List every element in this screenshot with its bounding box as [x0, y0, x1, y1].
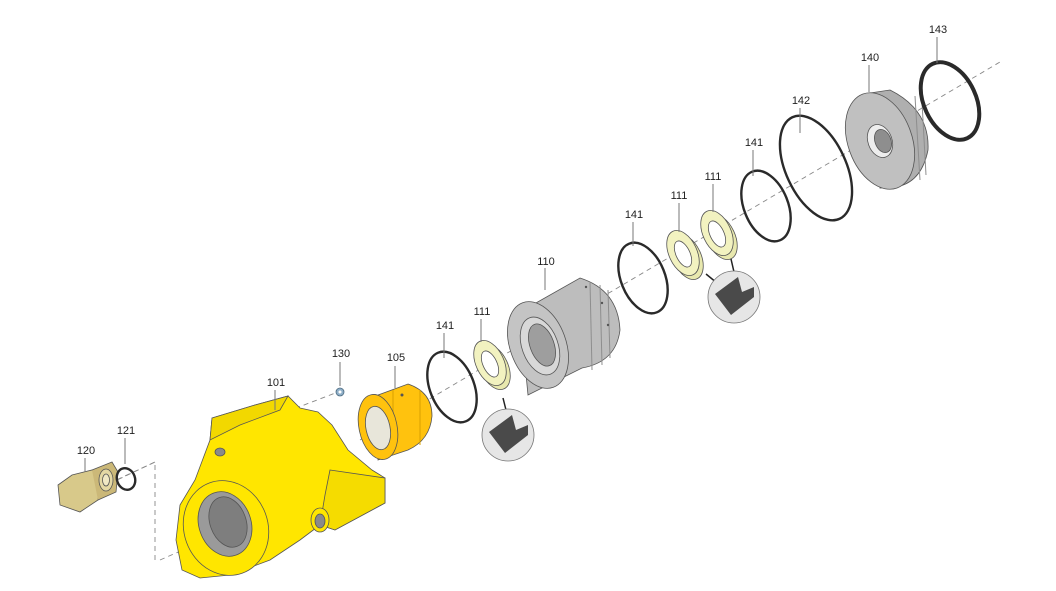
callout-141-3: 141	[745, 137, 763, 149]
part-111-seal-3: 111	[700, 171, 738, 273]
callout-111-1: 111	[474, 306, 491, 318]
callout-120: 120	[77, 445, 95, 457]
callout-111-3: 111	[705, 171, 722, 183]
part-111-seal-1: 111	[473, 306, 511, 411]
part-121-oring: 121	[115, 425, 137, 491]
seal-profile-detail-2	[707, 270, 761, 324]
part-141-oring-2: 141	[617, 209, 669, 315]
callout-130: 130	[332, 348, 350, 360]
part-110-cylinder: 110	[507, 256, 621, 396]
callout-105: 105	[387, 352, 405, 364]
part-140-end-cap: 140	[845, 52, 929, 190]
callout-143: 143	[929, 24, 947, 36]
part-120-fitting: 120	[57, 445, 119, 513]
seal-profile-detail-1	[481, 408, 535, 462]
callout-110: 110	[537, 256, 555, 268]
part-111-seal-2: 111	[666, 190, 718, 284]
callout-142: 142	[792, 95, 810, 107]
part-130-set-screw: 130	[332, 348, 350, 397]
callout-141-1: 141	[436, 320, 454, 332]
callout-121: 121	[117, 425, 135, 437]
part-141-oring-1: 141	[426, 320, 478, 424]
part-142-oring: 142	[778, 95, 854, 222]
callout-101: 101	[267, 377, 285, 389]
callout-111-2: 111	[671, 190, 688, 202]
callout-141-2: 141	[625, 209, 643, 221]
part-141-oring-3: 141	[740, 137, 792, 243]
part-105-bushing: 105	[357, 352, 433, 461]
part-143-retaining-ring: 143	[918, 24, 982, 142]
part-101-housing: 101	[175, 377, 386, 579]
callout-140: 140	[861, 52, 879, 64]
